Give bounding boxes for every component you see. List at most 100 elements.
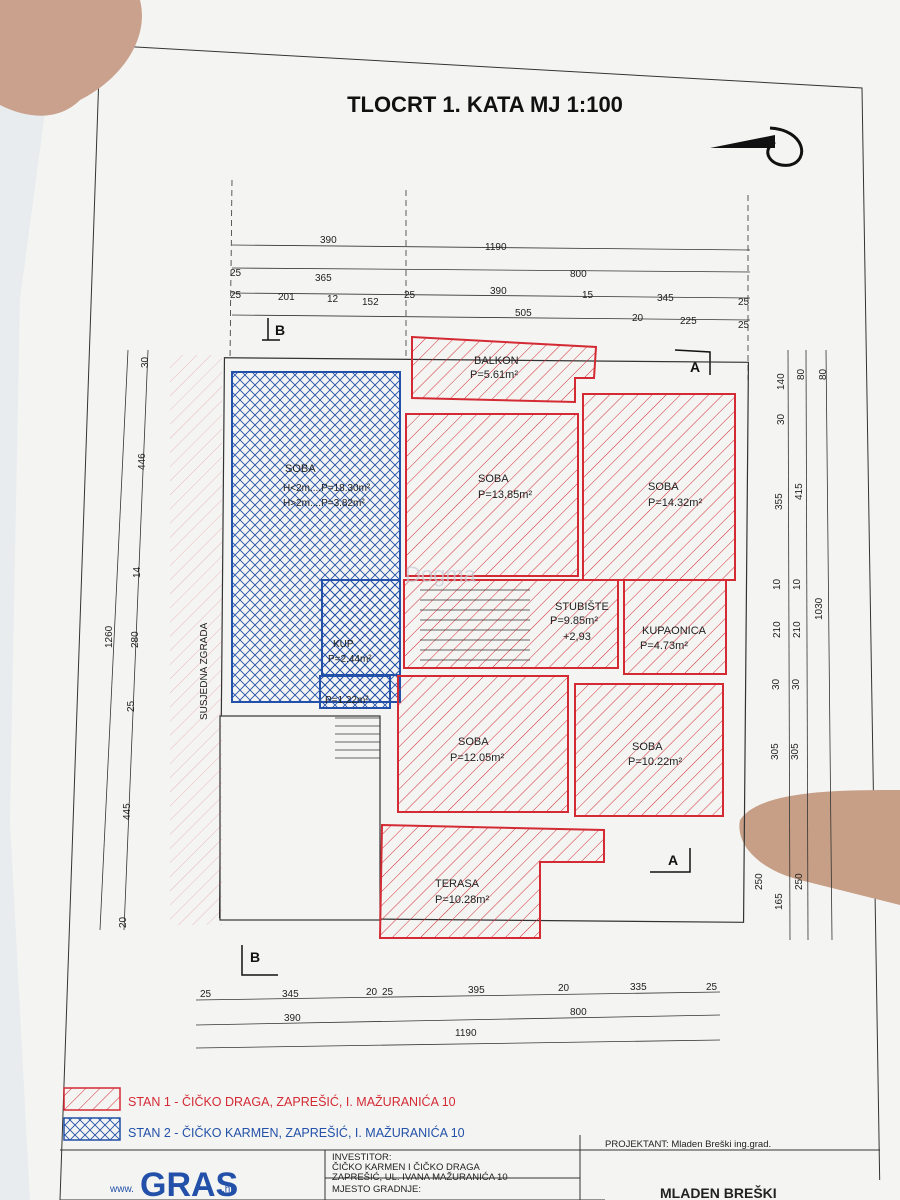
svg-text:P=10.28m²: P=10.28m² <box>435 894 489 906</box>
svg-text:GRAS: GRAS <box>140 1166 238 1200</box>
svg-text:1260: 1260 <box>104 625 115 648</box>
stairs-icon <box>335 589 530 759</box>
svg-text:20: 20 <box>558 983 570 994</box>
svg-text:ZAPREŠIĆ, UL. IVANA MAŽURANIĆA: ZAPREŠIĆ, UL. IVANA MAŽURANIĆA 10 <box>332 1172 508 1183</box>
svg-text:1030: 1030 <box>814 597 825 620</box>
svg-text:+2,93: +2,93 <box>563 631 591 643</box>
svg-text:P=4.73m²: P=4.73m² <box>640 640 688 652</box>
svg-text:446: 446 <box>137 453 148 470</box>
drawing-frame <box>59 44 881 1200</box>
legend-label-stan1: STAN 1 - ČIČKO DRAGA, ZAPREŠIĆ, I. MAŽUR… <box>128 1094 456 1109</box>
svg-text:12: 12 <box>327 294 339 305</box>
watermark: Dogma <box>405 562 477 587</box>
svg-text:305: 305 <box>770 743 781 760</box>
svg-text:KUPAONICA: KUPAONICA <box>642 625 707 637</box>
svg-text:P=13.85m²: P=13.85m² <box>478 489 532 501</box>
svg-text:ČIČKO KARMEN I ČIČKO DRAGA: ČIČKO KARMEN I ČIČKO DRAGA <box>332 1162 480 1173</box>
room-stubiste <box>403 579 619 669</box>
svg-text:250: 250 <box>754 873 765 890</box>
svg-text:250: 250 <box>794 873 805 890</box>
svg-text:25: 25 <box>230 290 242 301</box>
room-balkon <box>411 335 598 404</box>
dimension-text-left: 30 446 14 1260 280 25 445 20 <box>104 356 151 928</box>
svg-text:80: 80 <box>796 368 807 380</box>
svg-text:390: 390 <box>284 1013 301 1024</box>
svg-text:365: 365 <box>315 273 332 284</box>
svg-text:280: 280 <box>130 631 141 648</box>
svg-text:345: 345 <box>282 989 299 1000</box>
room-soba-2 <box>582 393 736 581</box>
svg-text:415: 415 <box>794 483 805 500</box>
svg-text:20: 20 <box>118 916 129 928</box>
svg-text:STUBIŠTE: STUBIŠTE <box>555 600 609 613</box>
svg-text:PROJEKTANT: Mladen Breški ing: PROJEKTANT: Mladen Breški ing.grad. <box>605 1139 771 1150</box>
room-label: KUP <box>333 639 354 650</box>
svg-text:MLADEN BREŠKI: MLADEN BREŠKI <box>660 1184 777 1200</box>
svg-text:10: 10 <box>792 578 803 590</box>
svg-text:25: 25 <box>200 989 212 1000</box>
svg-text:25: 25 <box>126 700 137 712</box>
svg-text:A: A <box>668 852 678 868</box>
room-small <box>319 675 391 709</box>
svg-text:SOBA: SOBA <box>478 473 509 485</box>
neighbor-wall <box>170 355 222 925</box>
svg-text:20: 20 <box>632 313 644 324</box>
svg-text:30: 30 <box>140 356 151 368</box>
svg-text:30: 30 <box>791 678 802 690</box>
svg-text:1190: 1190 <box>485 242 507 253</box>
svg-text:P=10.22m²: P=10.22m² <box>628 756 682 768</box>
room-kup <box>321 579 401 676</box>
title-block <box>60 1135 880 1200</box>
svg-text:390: 390 <box>320 235 337 246</box>
svg-text:800: 800 <box>570 269 587 280</box>
dimension-text-right: 140 30 80 415 355 10 10 210 210 1030 30 … <box>754 368 829 910</box>
svg-text:30: 30 <box>771 678 782 690</box>
svg-text:25: 25 <box>706 982 718 993</box>
legend-swatch-stan2 <box>63 1117 121 1141</box>
finger-top-left <box>0 0 142 116</box>
svg-text:SOBA: SOBA <box>458 736 489 748</box>
section-marker-a-bottom: A <box>650 848 691 873</box>
svg-text:25: 25 <box>382 987 394 998</box>
svg-text:390: 390 <box>490 286 507 297</box>
svg-text:355: 355 <box>774 493 785 510</box>
stan1-apartment <box>378 335 736 939</box>
svg-text:25: 25 <box>404 290 416 301</box>
legend: STAN 1 - ČIČKO DRAGA, ZAPREŠIĆ, I. MAŽUR… <box>63 1087 465 1141</box>
section-marker-a-top: A <box>674 349 711 375</box>
section-marker-b-bottom: B <box>241 945 278 976</box>
north-arrow-icon <box>710 126 804 167</box>
svg-text:30: 30 <box>776 413 787 425</box>
svg-text:B: B <box>250 949 260 965</box>
dimension-lines-top <box>229 179 751 380</box>
dimension-lines-left <box>99 349 149 931</box>
svg-text:A: A <box>690 359 700 375</box>
room-soba-1 <box>405 413 579 577</box>
finger-right <box>739 790 900 905</box>
room-area: P=2.44m² <box>328 654 372 665</box>
room-label: SOBA <box>285 463 316 475</box>
svg-text:1190: 1190 <box>455 1028 477 1039</box>
svg-text:INVESTITOR:: INVESTITOR: <box>332 1152 391 1163</box>
svg-text:15: 15 <box>582 290 594 301</box>
svg-text:345: 345 <box>657 293 674 304</box>
svg-text:10: 10 <box>772 578 783 590</box>
neighbor-label: SUSJEDNA ZGRADA <box>199 622 210 720</box>
dimension-text-bottom: 25 345 20 25 395 20 335 25 390 800 1190 <box>200 982 718 1039</box>
room-terasa <box>378 823 605 939</box>
svg-text:P=5.61m²: P=5.61m² <box>470 369 518 381</box>
svg-text:www.: www. <box>109 1184 134 1195</box>
svg-text:14: 14 <box>132 566 143 578</box>
svg-text:P=12.05m²: P=12.05m² <box>450 752 504 764</box>
legend-label-stan2: STAN 2 - ČIČKO KARMEN, ZAPREŠIĆ, I. MAŽU… <box>128 1125 465 1140</box>
room-soba-4 <box>574 683 724 817</box>
svg-text:P=14.32m²: P=14.32m² <box>648 497 702 509</box>
svg-text:TERASA: TERASA <box>435 878 480 890</box>
room-area: P=1.22m² <box>325 695 369 706</box>
svg-text:210: 210 <box>772 621 783 638</box>
svg-text:152: 152 <box>362 297 379 308</box>
svg-text:25: 25 <box>230 268 242 279</box>
stamp: MLADEN BREŠKI <box>605 1180 885 1200</box>
gras-logo: www. GRAS .hr <box>109 1166 238 1200</box>
